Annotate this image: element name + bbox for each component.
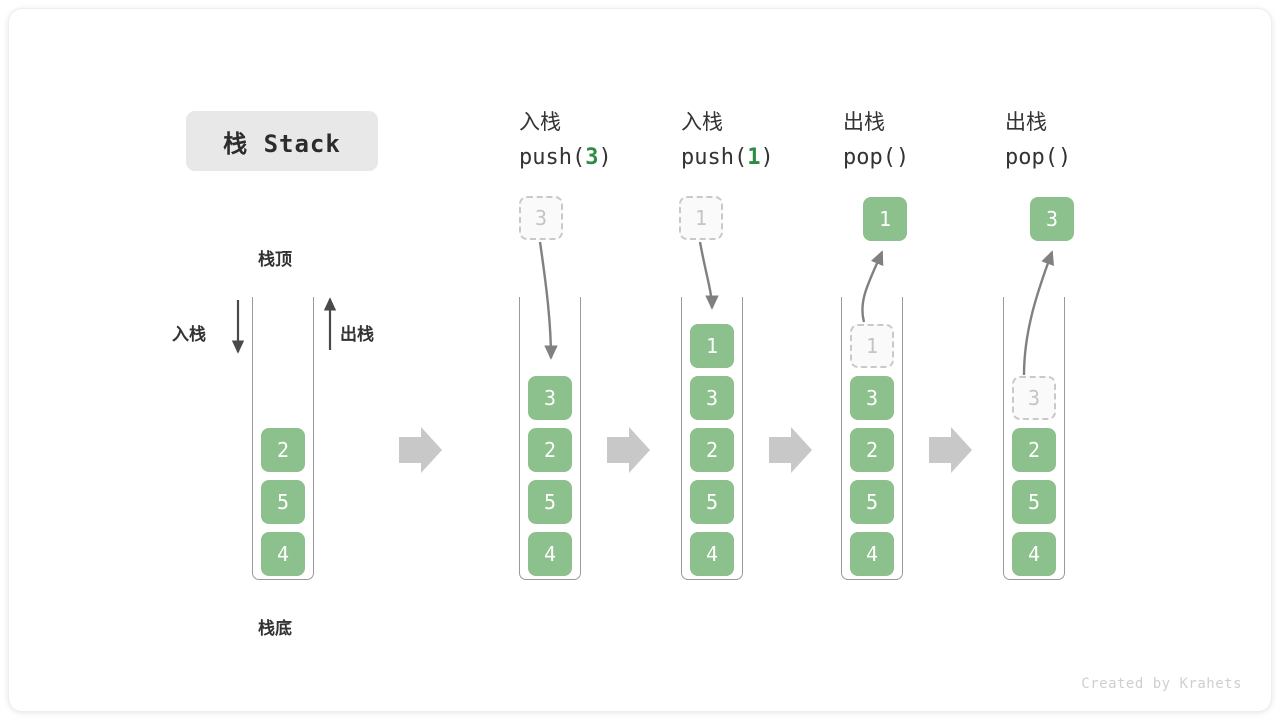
stack-1-cell-3: 4 <box>528 532 572 576</box>
stack-container-base: 2 5 4 <box>252 297 314 580</box>
stack-4-cell-0: 3 <box>1012 376 1056 420</box>
stack-3-cell-3: 5 <box>850 480 894 524</box>
stack-1-cell-2: 5 <box>528 480 572 524</box>
credit-text: Created by Krahets <box>1081 676 1242 692</box>
float-box-2: 1 <box>679 196 723 240</box>
stack-cells-2: 1 3 2 5 4 <box>682 316 742 576</box>
step-header-4-code-suffix: ) <box>1057 145 1072 170</box>
step-header-2-code-prefix: push( <box>681 145 748 170</box>
stack-container-3: 1 3 2 5 4 <box>841 297 903 580</box>
stack-3-cell-4: 4 <box>850 532 894 576</box>
step-header-4-cn: 出栈 <box>1005 110 1047 134</box>
pop-direction-label: 出栈 <box>340 325 374 345</box>
stack-4-cell-2: 5 <box>1012 480 1056 524</box>
stack-cells-4: 3 2 5 4 <box>1004 368 1064 576</box>
step-header-3-code-suffix: ) <box>895 145 910 170</box>
stack-base-cell-2: 4 <box>261 532 305 576</box>
step-header-1-code-suffix: ) <box>598 145 612 170</box>
step-header-2-code-suffix: ) <box>760 145 774 170</box>
stack-container-1: 3 2 5 4 <box>519 297 581 580</box>
step-header-3-code: pop() <box>843 140 909 176</box>
step-header-2-cn: 入栈 <box>681 110 723 134</box>
float-box-1: 3 <box>519 196 563 240</box>
step-header-2: 入栈 push(1) <box>681 104 774 176</box>
float-box-4: 3 <box>1030 197 1074 241</box>
step-header-4: 出栈 pop() <box>1005 104 1071 176</box>
stack-1-cell-1: 2 <box>528 428 572 472</box>
stack-1-cell-0: 3 <box>528 376 572 420</box>
step-header-2-code-value: 1 <box>747 145 761 170</box>
stack-container-2: 1 3 2 5 4 <box>681 297 743 580</box>
stack-3-cell-1: 3 <box>850 376 894 420</box>
stack-base-cell-0: 2 <box>261 428 305 472</box>
stack-cells-base: 2 5 4 <box>253 420 313 576</box>
step-header-3-code-prefix: pop( <box>843 145 896 170</box>
title-badge: 栈 Stack <box>186 111 378 171</box>
stack-bottom-label: 栈底 <box>258 619 292 639</box>
stack-cells-3: 1 3 2 5 4 <box>842 316 902 576</box>
stack-base-cell-1: 5 <box>261 480 305 524</box>
step-header-1-code: push(3) <box>519 140 612 176</box>
step-header-3-cn: 出栈 <box>843 110 885 134</box>
stack-4-cell-1: 2 <box>1012 428 1056 472</box>
stack-top-label: 栈顶 <box>258 250 292 270</box>
stack-container-4: 3 2 5 4 <box>1003 297 1065 580</box>
stack-3-cell-0: 1 <box>850 324 894 368</box>
stack-cells-1: 3 2 5 4 <box>520 368 580 576</box>
step-header-1-cn: 入栈 <box>519 110 561 134</box>
float-box-3: 1 <box>863 197 907 241</box>
stack-2-cell-4: 4 <box>690 532 734 576</box>
stack-2-cell-0: 1 <box>690 324 734 368</box>
step-header-4-code: pop() <box>1005 140 1071 176</box>
step-header-4-code-prefix: pop( <box>1005 145 1058 170</box>
push-direction-label: 入栈 <box>172 325 206 345</box>
step-header-2-code: push(1) <box>681 140 774 176</box>
step-header-1-code-prefix: push( <box>519 145 586 170</box>
stack-3-cell-2: 2 <box>850 428 894 472</box>
step-header-1-code-value: 3 <box>585 145 599 170</box>
stack-2-cell-3: 5 <box>690 480 734 524</box>
step-header-1: 入栈 push(3) <box>519 104 612 176</box>
stack-4-cell-3: 4 <box>1012 532 1056 576</box>
step-header-3: 出栈 pop() <box>843 104 909 176</box>
stack-2-cell-1: 3 <box>690 376 734 420</box>
stack-2-cell-2: 2 <box>690 428 734 472</box>
